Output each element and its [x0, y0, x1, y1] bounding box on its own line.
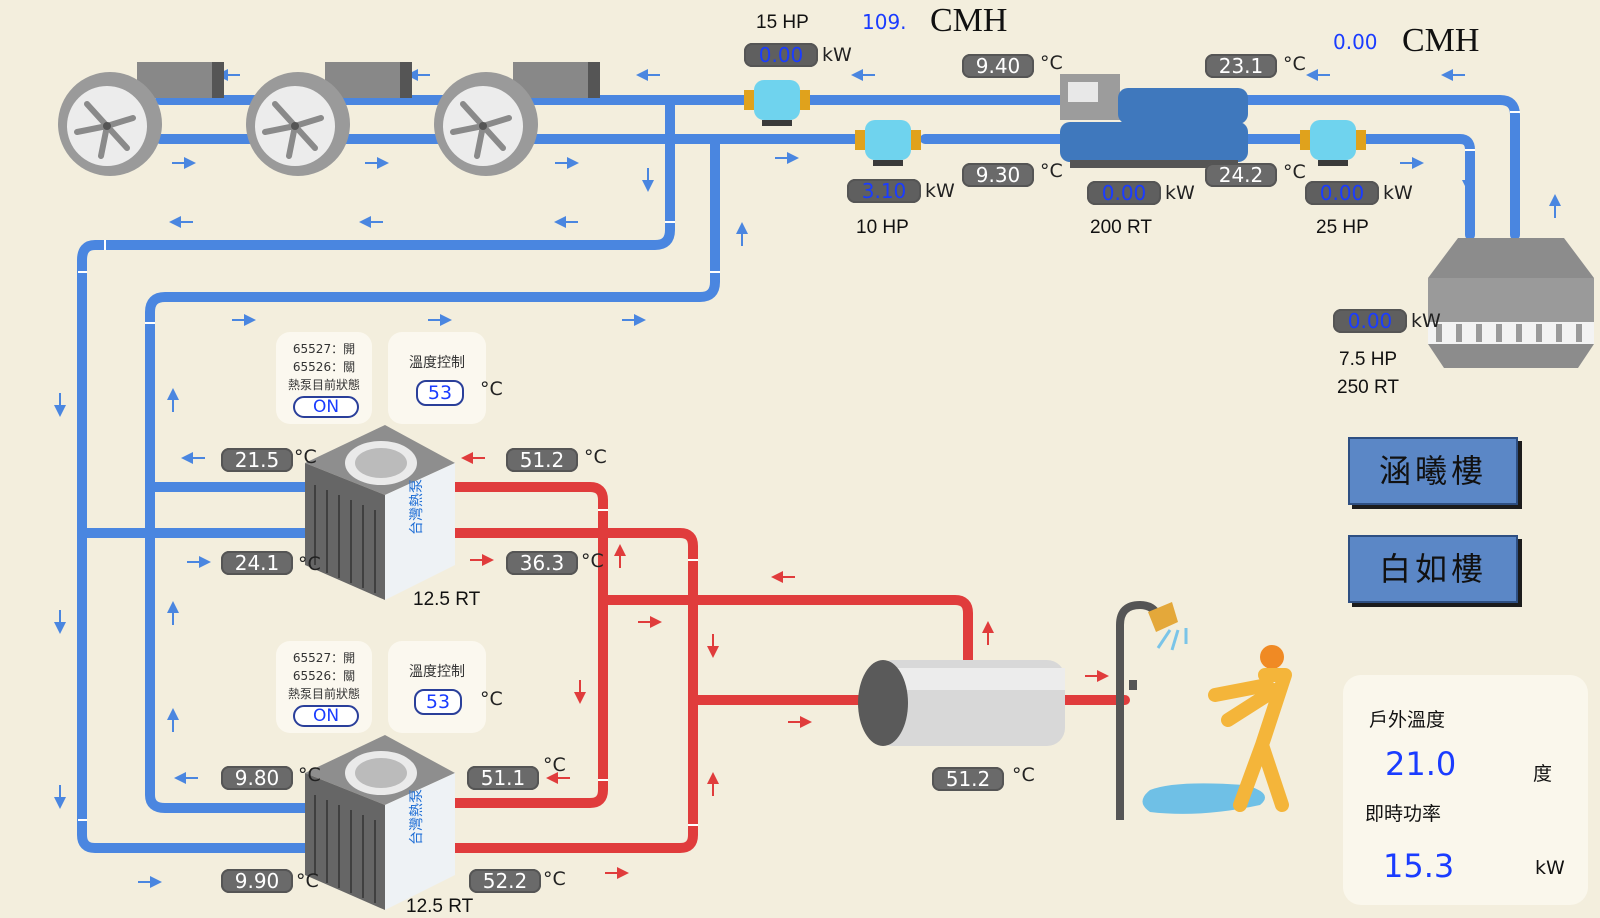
tank-temp-unit: °C	[1012, 764, 1035, 786]
condenser-in-temp: 24.2	[1205, 163, 1277, 187]
chiller-return-temp-unit: °C	[1040, 160, 1063, 182]
info-panel: 戶外溫度 21.0 度 即時功率 15.3 kW	[1343, 675, 1588, 905]
tower-hp-label: 7.5 HP	[1339, 349, 1398, 370]
chiller-icon	[1060, 74, 1248, 168]
status-line: 65526：關	[292, 360, 356, 374]
pump3-power-value: 0.00	[1305, 181, 1379, 205]
hp2-hot-in-unit: °C	[543, 868, 566, 890]
shower-icon	[1116, 600, 1265, 820]
hp1-hot-out-temp: 51.2	[506, 448, 578, 472]
chiller-supply-temp: 9.40	[962, 54, 1034, 78]
chiller-supply-temp-unit: °C	[1040, 52, 1063, 74]
hp1-rt-label: 12.5 RT	[413, 589, 481, 610]
hp1-cold-out-unit: °C	[294, 446, 317, 468]
heatpump1-status-card: 65527：開 65526：關 熱泵目前狀態 ON	[276, 332, 372, 424]
tower-power-unit: kW	[1411, 310, 1441, 332]
outdoor-temp-unit: 度	[1533, 763, 1553, 785]
heat-pump-brand: 台灣熱泵	[409, 479, 425, 535]
hp2-hot-out-temp: 51.1	[467, 766, 539, 790]
hp1-hot-in-temp: 36.3	[506, 551, 578, 575]
hp1-cold-in-unit: °C	[298, 553, 321, 575]
cooling-tower-icon	[1428, 238, 1594, 368]
hot-flow-arrows	[461, 452, 1109, 879]
realtime-power-label: 即時功率	[1365, 803, 1442, 825]
flow2-value: 0.00	[1333, 30, 1378, 54]
hot-water-pipes	[450, 482, 1130, 853]
tank-temp: 51.2	[932, 767, 1004, 791]
condenser-out-temp: 23.1	[1205, 54, 1277, 78]
outdoor-temp-value: 21.0	[1385, 745, 1457, 783]
tower-power-value: 0.00	[1333, 309, 1407, 333]
hp2-cold-in-unit: °C	[296, 870, 319, 892]
condenser-in-temp-unit: °C	[1283, 161, 1306, 183]
flow2-unit: CMH	[1402, 22, 1480, 59]
hp2-hot-out-unit: °C	[543, 754, 566, 776]
hp1-hot-in-unit: °C	[581, 550, 604, 572]
heatpump2-status-card: 65527：開 65526：關 熱泵目前狀態 ON	[276, 641, 372, 733]
cold-water-pipes	[77, 95, 1520, 853]
cold-flow-arrows	[54, 69, 1561, 888]
status-line: 65527：開	[292, 651, 356, 665]
temp-control-label: 溫度控制	[409, 664, 465, 680]
chiller-rt-label: 200 RT	[1090, 217, 1152, 238]
pump3-hp-label: 25 HP	[1316, 217, 1369, 238]
hp2-cold-out-unit: °C	[298, 764, 321, 786]
hp1-cold-in-temp: 24.1	[221, 551, 293, 575]
status-line: 65527：開	[292, 342, 356, 356]
heatpump2-setpoint-input[interactable]: 53	[414, 689, 462, 715]
pump2-power-value: 3.10	[847, 179, 921, 203]
pump2-hp-label: 10 HP	[856, 217, 909, 238]
flow1-value: 109.	[862, 10, 907, 34]
hot-water-tank-icon	[858, 660, 1065, 746]
centrifugal-fan-icon	[246, 62, 412, 176]
hp1-cold-out-temp: 21.5	[221, 448, 293, 472]
chiller-power-value: 0.00	[1087, 181, 1161, 205]
status-line: 65526：關	[292, 669, 356, 683]
temp-control-label: 溫度控制	[409, 355, 465, 371]
heatpump1-setpoint-input[interactable]: 53	[416, 380, 464, 406]
flow1-unit: CMH	[930, 2, 1008, 39]
chiller-return-temp: 9.30	[962, 163, 1034, 187]
hp1-hot-out-unit: °C	[584, 446, 607, 468]
heatpump1-temp-control-card: 溫度控制	[388, 332, 486, 424]
status-line: 熱泵目前狀態	[287, 378, 360, 392]
hp2-cold-in-temp: 9.90	[221, 869, 293, 893]
heatpump1-status-toggle[interactable]: ON	[293, 396, 359, 418]
chiller-power-unit: kW	[1165, 182, 1195, 204]
hp2-cold-out-temp: 9.80	[221, 766, 293, 790]
heat-pump-icon: 台灣熱泵	[305, 425, 455, 600]
status-line: 熱泵目前狀態	[287, 687, 360, 701]
pump1-power-unit: kW	[822, 44, 852, 66]
heatpump2-setpoint-unit: °C	[480, 688, 503, 710]
condenser-out-temp-unit: °C	[1283, 53, 1306, 75]
heatpump2-temp-control-card: 溫度控制	[388, 641, 486, 733]
realtime-power-unit: kW	[1535, 857, 1565, 879]
hp2-rt-label: 12.5 RT	[406, 896, 474, 917]
pump2-power-unit: kW	[925, 180, 955, 202]
water-pump-icon	[744, 80, 810, 126]
realtime-power-value: 15.3	[1383, 847, 1455, 885]
pump3-power-unit: kW	[1383, 182, 1413, 204]
hp2-hot-in-temp: 52.2	[469, 869, 541, 893]
building-button-bairu[interactable]: 白如樓	[1348, 535, 1518, 603]
water-pump-icon	[855, 120, 921, 166]
centrifugal-fan-icon	[58, 62, 224, 176]
water-pump-icon	[1300, 120, 1366, 166]
heat-pump-icon: 台灣熱泵	[305, 735, 455, 910]
person-icon	[1208, 645, 1292, 812]
heat-pump-brand: 台灣熱泵	[409, 789, 425, 845]
centrifugal-fan-icon	[434, 62, 600, 176]
outdoor-temp-label: 戶外溫度	[1369, 709, 1446, 731]
pump1-power-value: 0.00	[744, 43, 818, 67]
pump1-hp-label: 15 HP	[756, 12, 809, 33]
heatpump2-status-toggle[interactable]: ON	[293, 705, 359, 727]
tower-rt-label: 250 RT	[1337, 377, 1399, 398]
heatpump1-setpoint-unit: °C	[480, 378, 503, 400]
pipe-joints	[78, 111, 1520, 826]
building-button-hanxi[interactable]: 涵曦樓	[1348, 437, 1518, 505]
